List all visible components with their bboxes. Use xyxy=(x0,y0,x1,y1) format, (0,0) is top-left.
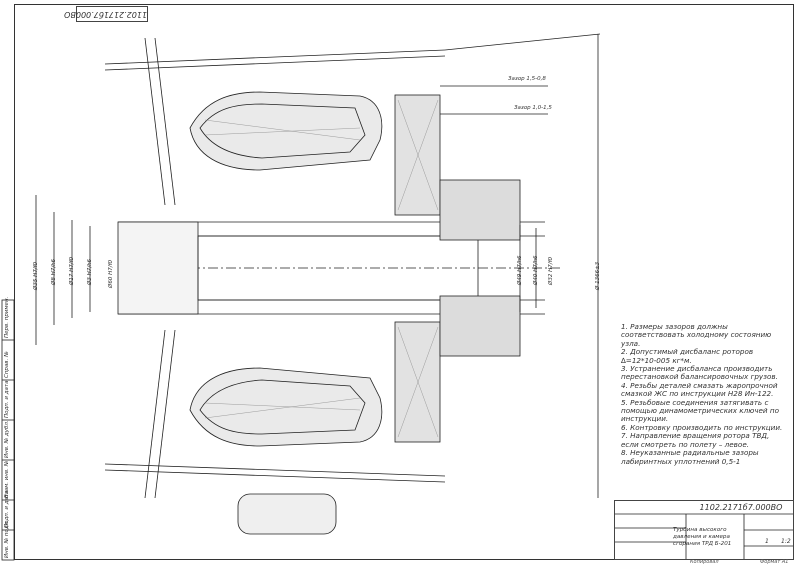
side-col-4: Инв. № дубл. xyxy=(4,420,10,458)
side-col-7: Инв. № подл. xyxy=(4,520,10,558)
title-block-sheet: 1 xyxy=(765,538,769,545)
note-6: 6. Контровку производить по инструкции. xyxy=(621,422,783,432)
note-7: 7. Направление вращения ротора ТВД, если… xyxy=(621,431,770,449)
note-3: 3. Устранение дисбаланса производить пер… xyxy=(621,364,778,382)
dimension-label-7: Ø40 Н7/h6 xyxy=(533,255,539,285)
note-4: 4. Резьбы деталей смазать жаропрочной см… xyxy=(621,380,778,399)
footer-copy: Копировал xyxy=(690,559,719,565)
drawing-frame xyxy=(14,4,794,560)
side-col-3: Подп. и дата xyxy=(4,380,10,418)
note-1: 1. Размеры зазоров должны соответствоват… xyxy=(621,322,772,348)
title-block-code: 1102.2171б7.000ВО xyxy=(699,503,783,512)
side-col-2: Справ. № xyxy=(4,351,10,378)
title-block: 1102.2171б7.000ВО Турбина высокого давле… xyxy=(614,500,794,560)
footer-format: Формат А1 xyxy=(760,559,789,565)
dimension-label-8: Ø32 Н7/f0 xyxy=(548,257,554,285)
dimension-label-4: Ø3 Н7/h6 xyxy=(87,258,93,285)
note-8: 8. Неуказанные радиальные зазоры лабирин… xyxy=(621,448,759,466)
side-col-1: Перв. примен. xyxy=(4,296,10,338)
dimension-label-5: Ø60 Н7/f0 xyxy=(108,260,114,288)
dimension-label-2: Ø8 Н7/h6 xyxy=(51,258,57,285)
title-block-name: Турбина высокого давления и камера сгора… xyxy=(673,527,732,547)
dimension-label-6: Ø49 Н7/h6 xyxy=(517,255,523,285)
title-block-scale: 1:2 xyxy=(781,538,791,545)
note-2: 2. Допустимый дисбаланс роторов ∆=12*10-… xyxy=(621,347,754,365)
technical-notes: 1. Размеры зазоров должны соответствоват… xyxy=(621,322,789,466)
gap-label-1: Зазор 1,5-0,8 xyxy=(508,76,546,82)
gap-label-2: Зазор 1,0-1,5 xyxy=(514,105,552,111)
dimension-label-3: Ø17 Н7/f0 xyxy=(69,257,75,285)
dimension-label-1: Ø35 Н7/f0 xyxy=(33,262,39,290)
dimension-label-9: Ø 1366±3 xyxy=(595,261,601,290)
note-5: 5. Резьбовые соединения затягивать с пом… xyxy=(621,397,779,424)
